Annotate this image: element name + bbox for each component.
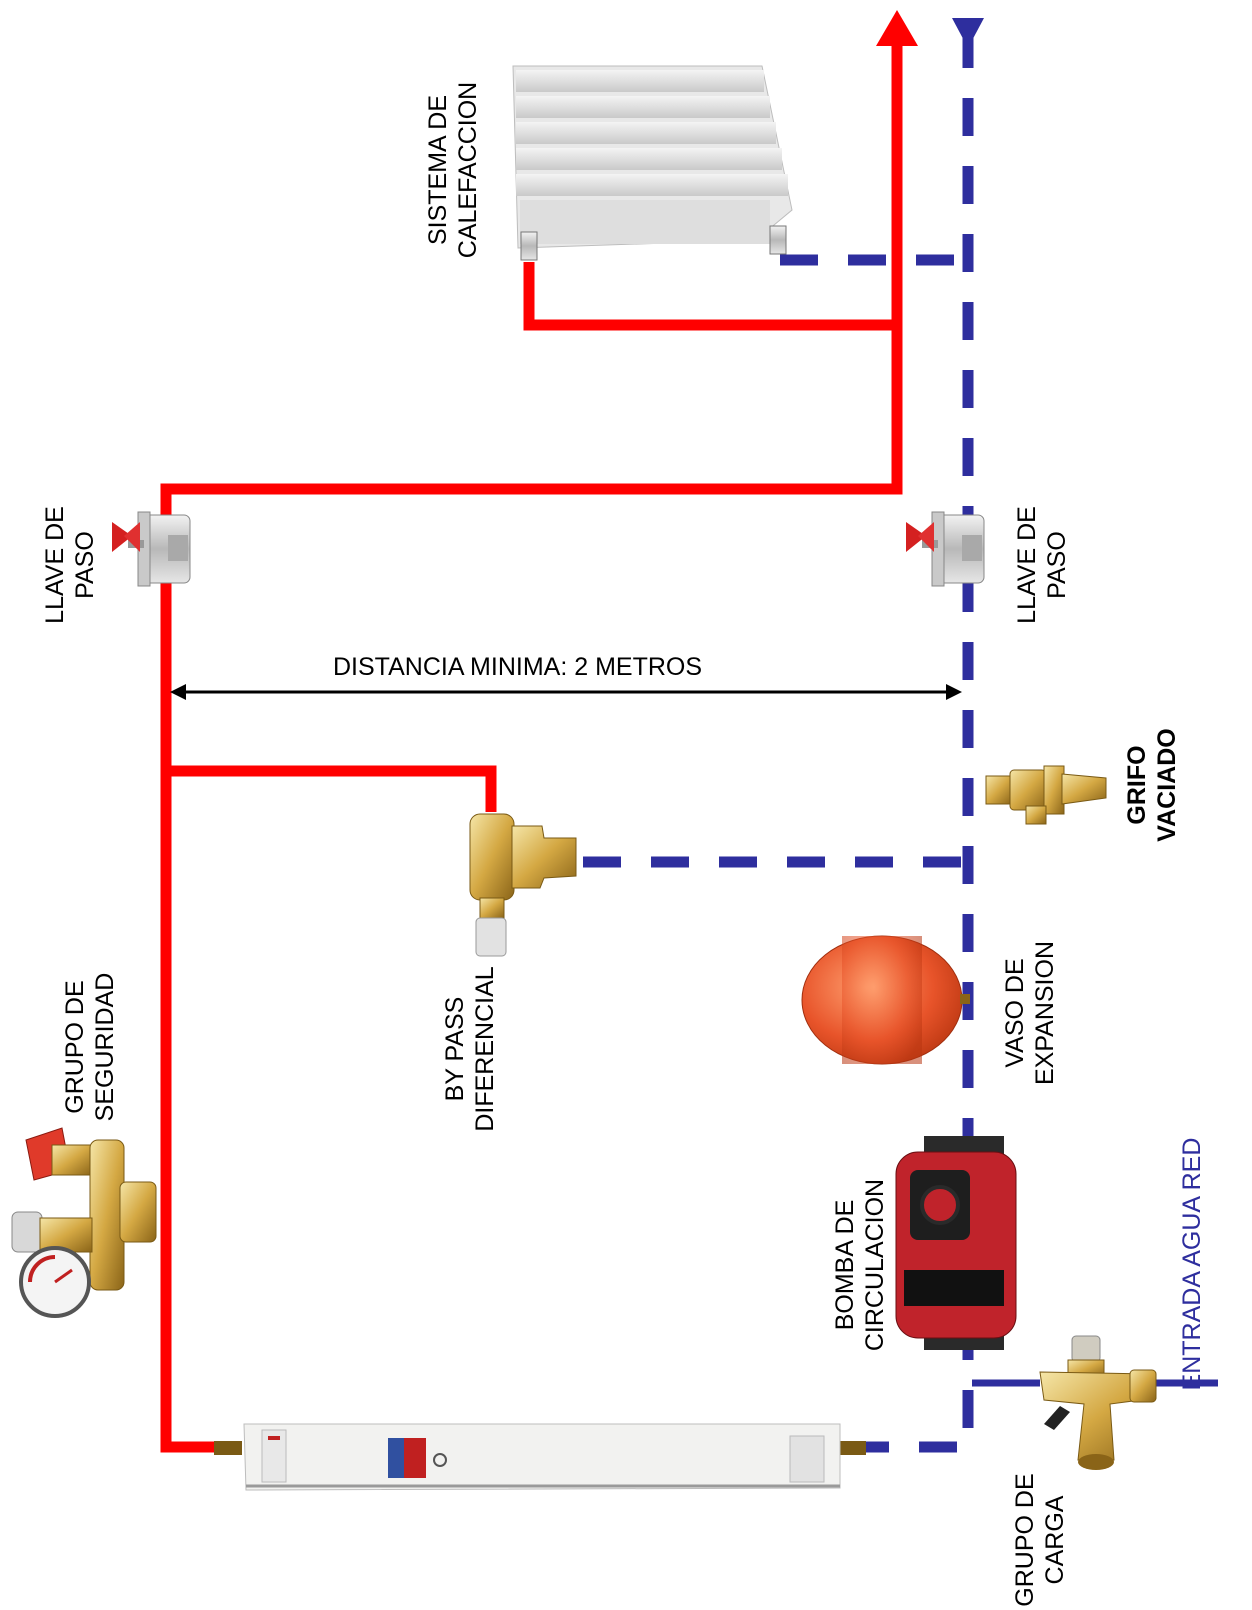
supply-arrow-icon — [876, 10, 918, 46]
fill-group-icon — [1040, 1336, 1156, 1470]
supply-pipe-bypass — [166, 771, 491, 812]
drain-tap-icon — [986, 766, 1106, 824]
distance-arrow-icon — [170, 684, 962, 700]
ball-valve-left-icon — [112, 512, 190, 586]
electric-boiler-icon — [214, 1424, 866, 1490]
circulation-pump-icon — [896, 1136, 1016, 1350]
expansion-vessel-icon — [802, 936, 970, 1064]
label-min-distance: DISTANCIA MINIMA: 2 METROS — [333, 653, 702, 682]
return-arrow-icon — [952, 18, 984, 48]
supply-pipe-radiator — [529, 262, 897, 325]
ball-valve-right-icon — [906, 512, 984, 586]
bypass-valve-icon — [470, 814, 576, 956]
radiator-icon — [513, 66, 792, 260]
label-water-inlet: ENTRADA AGUA RED — [1177, 1124, 1207, 1404]
safety-group-icon — [12, 1128, 156, 1316]
